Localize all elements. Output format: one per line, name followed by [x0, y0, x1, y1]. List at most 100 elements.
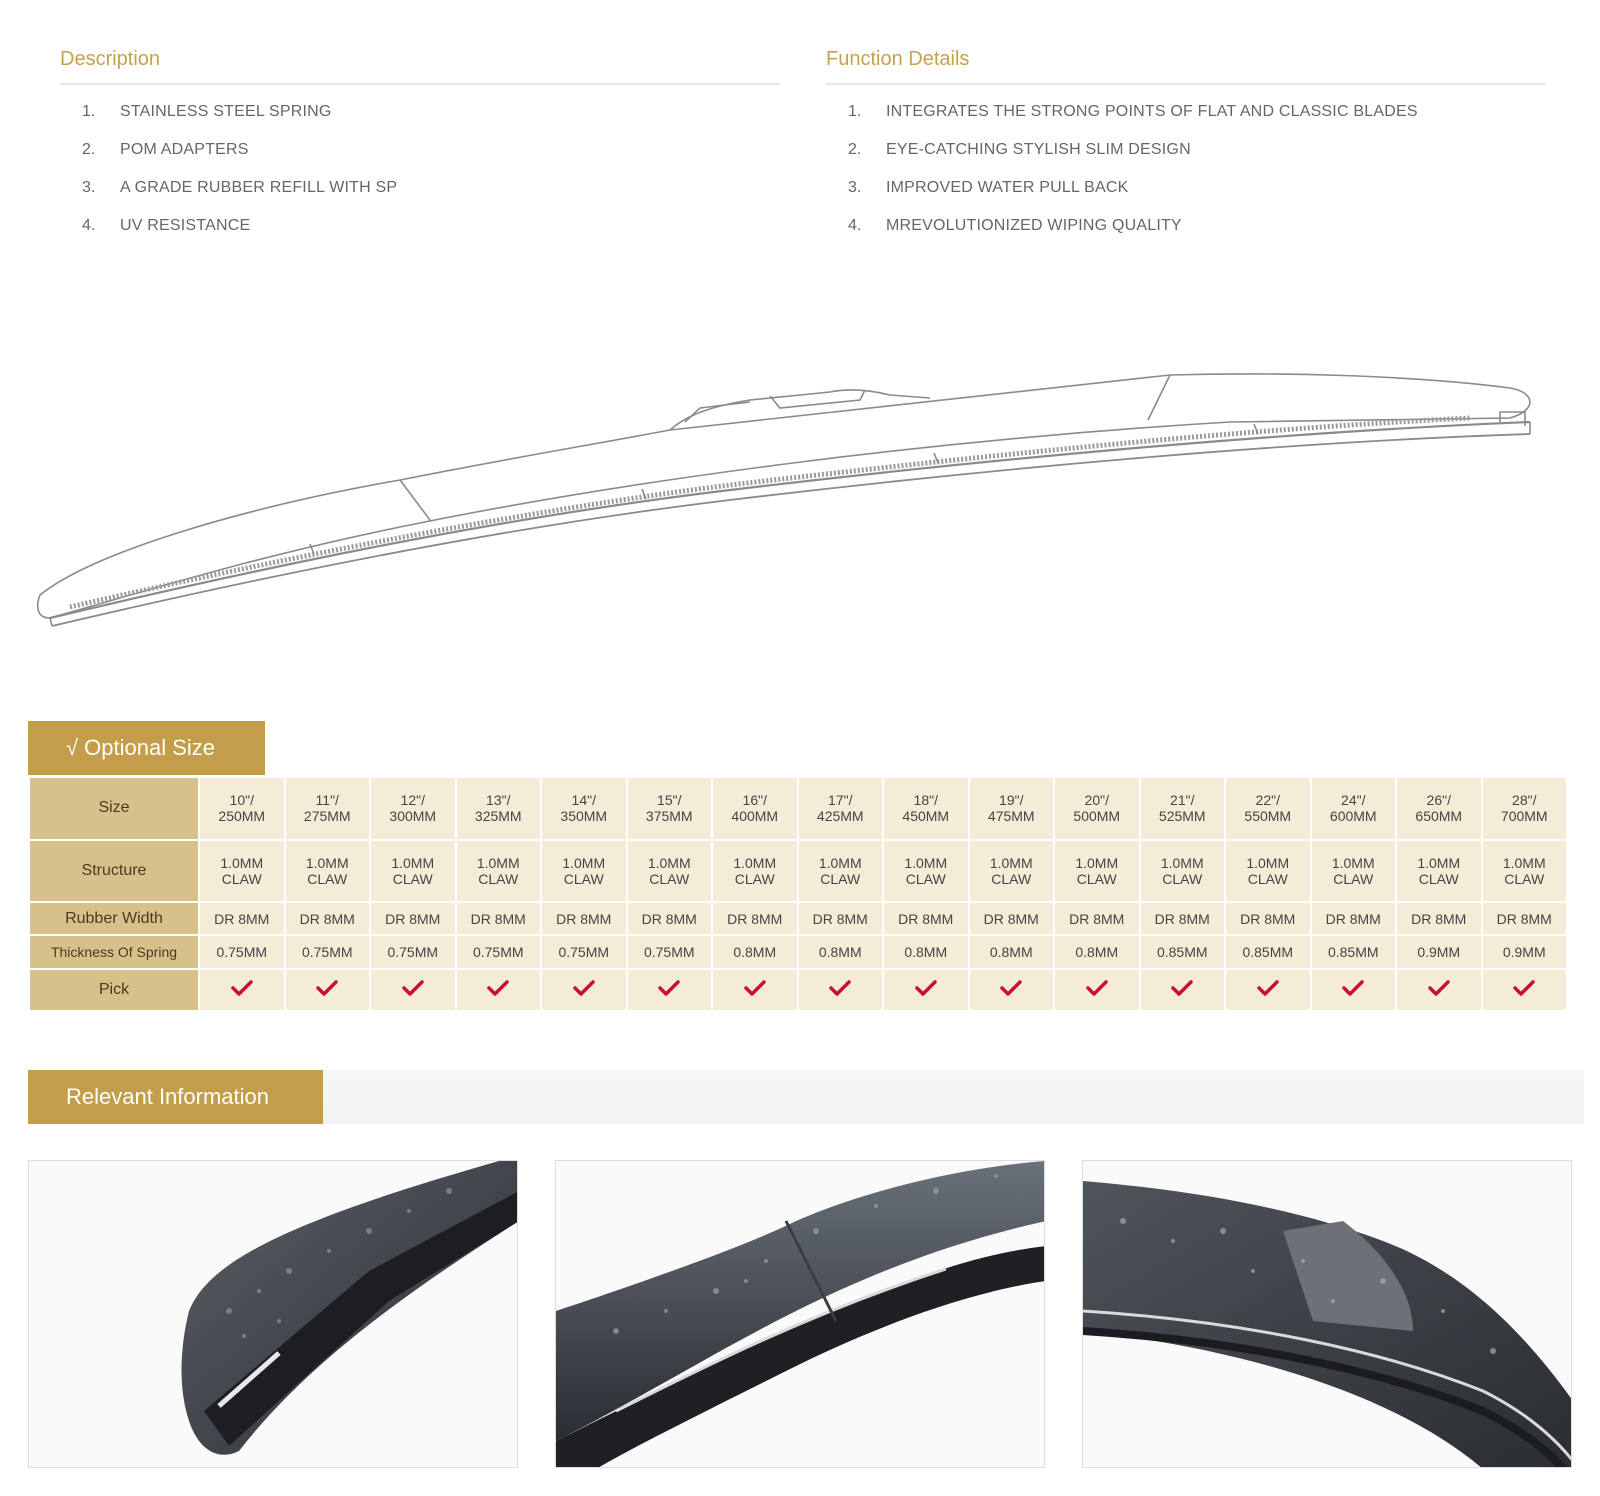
table-cell: 0.75MM	[198, 934, 286, 970]
table-cell[interactable]	[1053, 967, 1141, 1013]
table-cell[interactable]	[1138, 967, 1226, 1013]
structure-type: CLAW	[563, 870, 604, 887]
table-cell[interactable]	[882, 967, 970, 1013]
table-cell: 11"/275MM	[283, 776, 371, 841]
table-cell: 0.8MM	[967, 934, 1055, 970]
structure-type: CLAW	[1418, 870, 1459, 887]
table-cell[interactable]	[1395, 967, 1483, 1013]
structure-type: CLAW	[221, 870, 262, 887]
table-cell: 0.9MM	[1480, 934, 1568, 970]
structure-type: CLAW	[820, 870, 861, 887]
check-mark-icon	[573, 980, 595, 997]
table-cell[interactable]	[283, 967, 371, 1013]
table-cell[interactable]	[454, 967, 542, 1013]
table-cell[interactable]	[1224, 967, 1312, 1013]
structure-type: CLAW	[1076, 870, 1117, 887]
table-cell: DR 8MM	[1224, 901, 1312, 937]
size-mm: 350MM	[560, 808, 608, 825]
check-mark-icon	[1513, 980, 1535, 997]
check-mark-icon	[316, 980, 338, 997]
list-item: 2.EYE-CATCHING STYLISH SLIM DESIGN	[848, 141, 1191, 158]
structure-mm: 1.0MM	[1075, 854, 1119, 871]
table-cell: DR 8MM	[625, 901, 713, 937]
list-item: 4.MREVOLUTIONIZED WIPING QUALITY	[848, 217, 1182, 234]
table-cell: 20"/500MM	[1053, 776, 1141, 841]
list-item: 2.POM ADAPTERS	[82, 141, 249, 158]
table-cell: DR 8MM	[369, 901, 457, 937]
size-inches: 12"/	[400, 792, 425, 809]
table-cell: 22"/550MM	[1224, 776, 1312, 841]
table-cell: 14"/350MM	[540, 776, 628, 841]
size-inches: 18"/	[913, 792, 938, 809]
size-mm: 325MM	[474, 808, 522, 825]
size-inches: 26"/	[1426, 792, 1451, 809]
table-cell[interactable]	[711, 967, 799, 1013]
row-header: Rubber Width	[28, 901, 200, 937]
check-mark-icon	[744, 980, 766, 997]
structure-mm: 1.0MM	[1160, 854, 1204, 871]
structure-type: CLAW	[1247, 870, 1288, 887]
structure-mm: 1.0MM	[904, 854, 948, 871]
size-mm: 475MM	[987, 808, 1035, 825]
check-mark-icon	[487, 980, 509, 997]
structure-mm: 1.0MM	[1246, 854, 1290, 871]
description-section: Description 1.STAINLESS STEEL SPRING 2.P…	[60, 48, 780, 251]
structure-type: CLAW	[991, 870, 1032, 887]
table-cell[interactable]	[1480, 967, 1568, 1013]
size-inches: 16"/	[742, 792, 767, 809]
size-inches: 19"/	[999, 792, 1024, 809]
table-cell: 28"/700MM	[1480, 776, 1568, 841]
table-cell: DR 8MM	[283, 901, 371, 937]
table-cell: 0.8MM	[711, 934, 799, 970]
row-header: Thickness Of Spring	[28, 934, 200, 970]
check-mark-icon	[1086, 980, 1108, 997]
list-item: 1.INTEGRATES THE STRONG POINTS OF FLAT A…	[848, 103, 1418, 120]
table-cell[interactable]	[369, 967, 457, 1013]
structure-mm: 1.0MM	[989, 854, 1033, 871]
table-cell: DR 8MM	[1309, 901, 1397, 937]
size-inches: 22"/	[1255, 792, 1280, 809]
size-mm: 400MM	[731, 808, 779, 825]
table-cell: 0.75MM	[369, 934, 457, 970]
table-cell[interactable]	[967, 967, 1055, 1013]
description-title: Description	[60, 48, 780, 85]
size-inches: 21"/	[1170, 792, 1195, 809]
product-photo-spoiler	[555, 1160, 1045, 1468]
size-inches: 11"/	[315, 792, 339, 809]
table-cell: 0.75MM	[283, 934, 371, 970]
table-cell: 16"/400MM	[711, 776, 799, 841]
table-cell[interactable]	[796, 967, 884, 1013]
table-cell: DR 8MM	[796, 901, 884, 937]
size-mm: 275MM	[303, 808, 351, 825]
size-mm: 525MM	[1158, 808, 1206, 825]
structure-mm: 1.0MM	[305, 854, 349, 871]
size-inches: 13"/	[486, 792, 511, 809]
table-cell: 0.85MM	[1309, 934, 1397, 970]
structure-type: CLAW	[649, 870, 690, 887]
table-cell: DR 8MM	[967, 901, 1055, 937]
structure-mm: 1.0MM	[476, 854, 520, 871]
table-cell[interactable]	[198, 967, 286, 1013]
wiper-blade-illustration	[36, 373, 1531, 627]
table-cell[interactable]	[625, 967, 713, 1013]
table-cell: DR 8MM	[198, 901, 286, 937]
table-cell: 0.8MM	[1053, 934, 1141, 970]
table-cell: 0.85MM	[1138, 934, 1226, 970]
list-item: 3.A GRADE RUBBER REFILL WITH SP	[82, 179, 398, 196]
table-cell: DR 8MM	[1138, 901, 1226, 937]
size-inches: 24"/	[1341, 792, 1366, 809]
table-cell[interactable]	[540, 967, 628, 1013]
relevant-information-tag: Relevant Information	[28, 1070, 323, 1124]
table-cell[interactable]	[1309, 967, 1397, 1013]
